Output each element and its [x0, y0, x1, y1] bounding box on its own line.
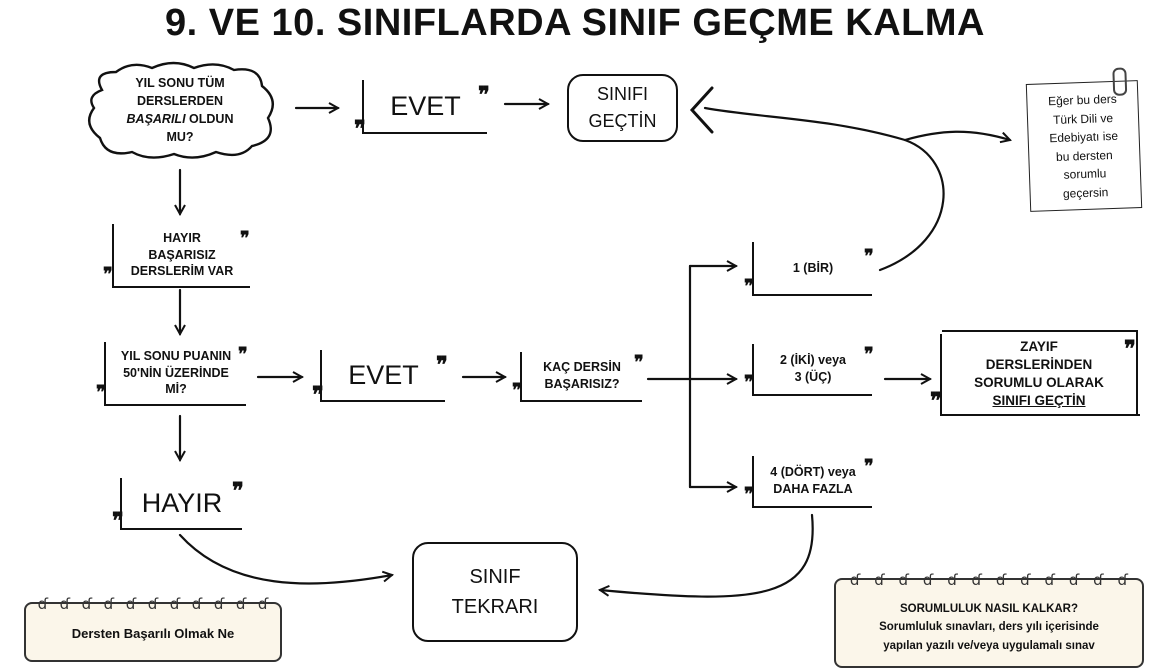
quote-open-icon: ❞ — [744, 484, 754, 505]
quote-close-icon: ❞ — [238, 344, 248, 365]
start-question-text: YIL SONU TÜM DERSLERDEN BAŞARILI OLDUN M… — [126, 75, 234, 145]
quote-open-icon: ❞ — [512, 380, 522, 401]
evet-box-1: EVET — [362, 80, 487, 134]
quote-close-icon: ❞ — [478, 82, 490, 108]
flow-connectors — [0, 86, 1150, 598]
info-note-left-title: Dersten Başarılı Olmak Ne — [71, 626, 235, 641]
quote-close-icon: ❞ — [436, 352, 448, 378]
quote-close-icon: ❞ — [634, 352, 644, 373]
passed-chevron — [689, 86, 714, 134]
quote-close-icon: ❞ — [1124, 336, 1136, 362]
quote-open-icon: ❞ — [354, 116, 366, 142]
start-question: YIL SONU TÜM DERSLERDEN BAŞARILI OLDUN M… — [82, 60, 278, 160]
quote-open-icon: ❞ — [744, 372, 754, 393]
quote-close-icon: ❞ — [864, 344, 874, 365]
quote-close-icon: ❞ — [240, 228, 250, 249]
hayir-box-2: HAYIR — [120, 478, 242, 530]
quote-open-icon: ❞ — [103, 264, 113, 285]
quote-open-icon: ❞ — [112, 508, 124, 534]
quote-open-icon: ❞ — [312, 382, 324, 408]
conditional-pass-underline — [940, 414, 1140, 416]
evet-box-2: EVET — [320, 350, 445, 402]
quote-close-icon: ❞ — [864, 456, 874, 477]
page-title: 9. VE 10. SINIFLARDA SINIF GEÇME KALMA — [165, 2, 985, 44]
paperclip-icon — [1112, 67, 1128, 96]
cloud-shape — [88, 61, 274, 159]
option-one-box: 1 (BİR) — [752, 242, 872, 296]
quote-close-icon: ❞ — [864, 246, 874, 267]
side-note: Eğer bu ders Türk Dili ve Edebiyatı ise … — [1025, 67, 1143, 212]
curve-hayir2-to-repeat — [178, 533, 392, 585]
quote-open-icon: ❞ — [744, 276, 754, 297]
info-note-right-text: SORUMLULUK NASIL KALKAR? Sorumluluk sına… — [879, 603, 1099, 652]
quote-close-icon: ❞ — [232, 478, 244, 504]
curve-four-to-repeat — [600, 513, 814, 598]
curve-one-to-note — [903, 130, 1010, 140]
quote-open-icon: ❞ — [930, 388, 942, 414]
quote-open-icon: ❞ — [96, 382, 106, 403]
conditional-pass-leftbar — [940, 334, 942, 416]
